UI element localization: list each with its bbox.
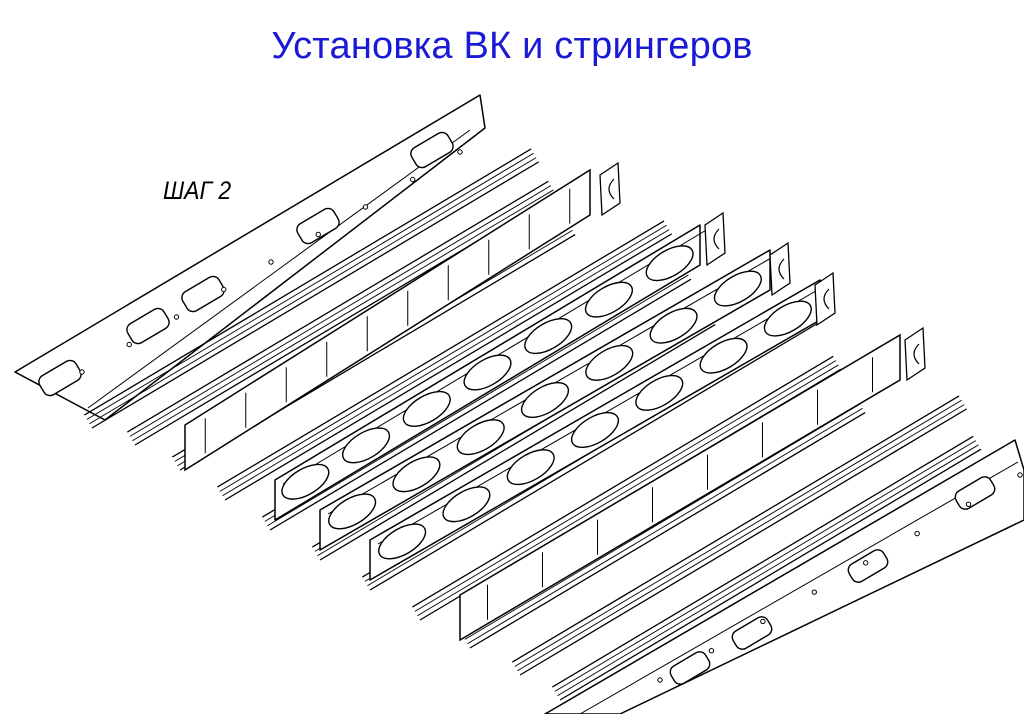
frame-clip-cutout — [823, 288, 830, 310]
stringer-line — [554, 440, 977, 692]
stringer-line — [267, 274, 689, 527]
lightening-hole-icon — [649, 307, 698, 344]
slot-hole-icon — [126, 307, 170, 345]
lightening-hole-icon — [456, 419, 505, 456]
frame-clip — [904, 326, 926, 382]
stringer-line — [89, 157, 537, 425]
stringer-line — [469, 412, 866, 649]
slot-hole-icon — [38, 359, 82, 397]
stringer-line — [411, 355, 834, 608]
slot-hole-icon — [296, 207, 340, 245]
lightening-hole-icon — [520, 381, 570, 419]
lightening-hole-icon — [402, 390, 451, 427]
stringer-line — [219, 224, 667, 492]
frame-clip-cutout — [913, 343, 920, 365]
rivet-hole-icon — [221, 286, 227, 293]
stringer-line — [369, 323, 818, 591]
stringer-line — [559, 448, 982, 701]
stringer-line — [83, 148, 532, 416]
stringer-line — [467, 407, 863, 645]
rivet-hole-icon — [863, 560, 869, 566]
frame-clip — [704, 211, 726, 267]
stringer-line — [222, 229, 670, 497]
slot-hole-icon — [410, 131, 454, 169]
rivet-hole-icon — [362, 204, 369, 210]
stringer-line — [517, 404, 965, 672]
frame-clip-cutout — [778, 258, 785, 280]
lightening-hole-icon — [506, 449, 555, 486]
stringer-line — [514, 399, 962, 667]
frame-clip — [599, 161, 621, 217]
rivet-hole-icon — [914, 530, 920, 537]
stringer-line — [126, 180, 549, 433]
step-label: ШАГ 2 — [163, 177, 232, 205]
lightening-hole-icon — [635, 374, 684, 411]
stringer-line — [91, 161, 540, 429]
lightening-hole-icon — [442, 486, 491, 523]
rivet-hole-icon — [811, 589, 817, 595]
lightening-hole-icon — [584, 281, 633, 318]
stringer-line — [414, 360, 837, 612]
lightening-hole-icon — [524, 318, 573, 355]
left-flange-outline — [14, 94, 486, 421]
lightening-hole-icon — [585, 344, 634, 381]
slot-hole-icon — [954, 476, 996, 510]
slot-hole-icon — [847, 549, 889, 583]
rivet-hole-icon — [268, 259, 274, 265]
lightening-hole-icon — [570, 411, 620, 449]
slot-hole-icon — [731, 616, 773, 650]
rivet-hole-icon — [410, 176, 416, 183]
stringer-line — [129, 185, 552, 437]
frame-clip — [814, 271, 836, 327]
rivet-hole-icon — [708, 648, 715, 654]
rivet-hole-icon — [79, 369, 85, 375]
stringer-line — [319, 324, 716, 561]
frame-web-5 — [459, 333, 901, 642]
stringer-line — [216, 220, 665, 488]
lightening-hole-icon — [645, 245, 694, 282]
rivet-hole-icon — [1017, 472, 1023, 478]
lightening-hole-icon — [378, 523, 427, 560]
stringer-line — [519, 408, 968, 676]
stringer-line — [417, 364, 839, 617]
frame-clip-cutout — [713, 228, 720, 250]
right-flange-outline — [544, 439, 1024, 714]
frame-clip-cutout — [608, 178, 615, 200]
lightening-hole-icon — [281, 463, 330, 500]
frame-clip — [769, 241, 791, 297]
rivet-hole-icon — [173, 314, 180, 320]
lightening-hole-icon — [328, 493, 377, 530]
page-title: Установка ВК и стрингеров — [271, 25, 753, 67]
rivet-hole-icon — [126, 341, 132, 348]
lightening-hole-icon — [713, 270, 762, 307]
slot-hole-icon — [181, 275, 225, 313]
right-flange — [544, 439, 1024, 714]
frames — [184, 161, 926, 642]
stringer-line — [557, 444, 979, 697]
stringer-line — [132, 189, 554, 442]
rivet-hole-icon — [315, 231, 321, 238]
stringer-line — [224, 233, 673, 501]
rivet-hole-icon — [965, 501, 972, 507]
stringer-line — [551, 435, 974, 688]
right-flange-edge — [579, 461, 1019, 714]
lightening-hole-icon — [699, 337, 748, 374]
lightening-hole-icon — [342, 427, 391, 464]
stringer-line — [86, 152, 534, 420]
slot-hole-icon — [669, 651, 711, 685]
skin-panel — [14, 94, 486, 421]
stringer-line — [269, 278, 692, 531]
rivet-hole-icon — [657, 677, 663, 683]
lightening-hole-icon — [392, 456, 441, 493]
lightening-hole-icon — [463, 354, 512, 391]
rivet-hole-icon — [760, 618, 766, 625]
lightening-hole-icon — [763, 300, 812, 337]
stringer-line — [511, 395, 960, 663]
rivet-hole-icon — [457, 149, 463, 155]
left-flange-edge — [87, 129, 471, 409]
